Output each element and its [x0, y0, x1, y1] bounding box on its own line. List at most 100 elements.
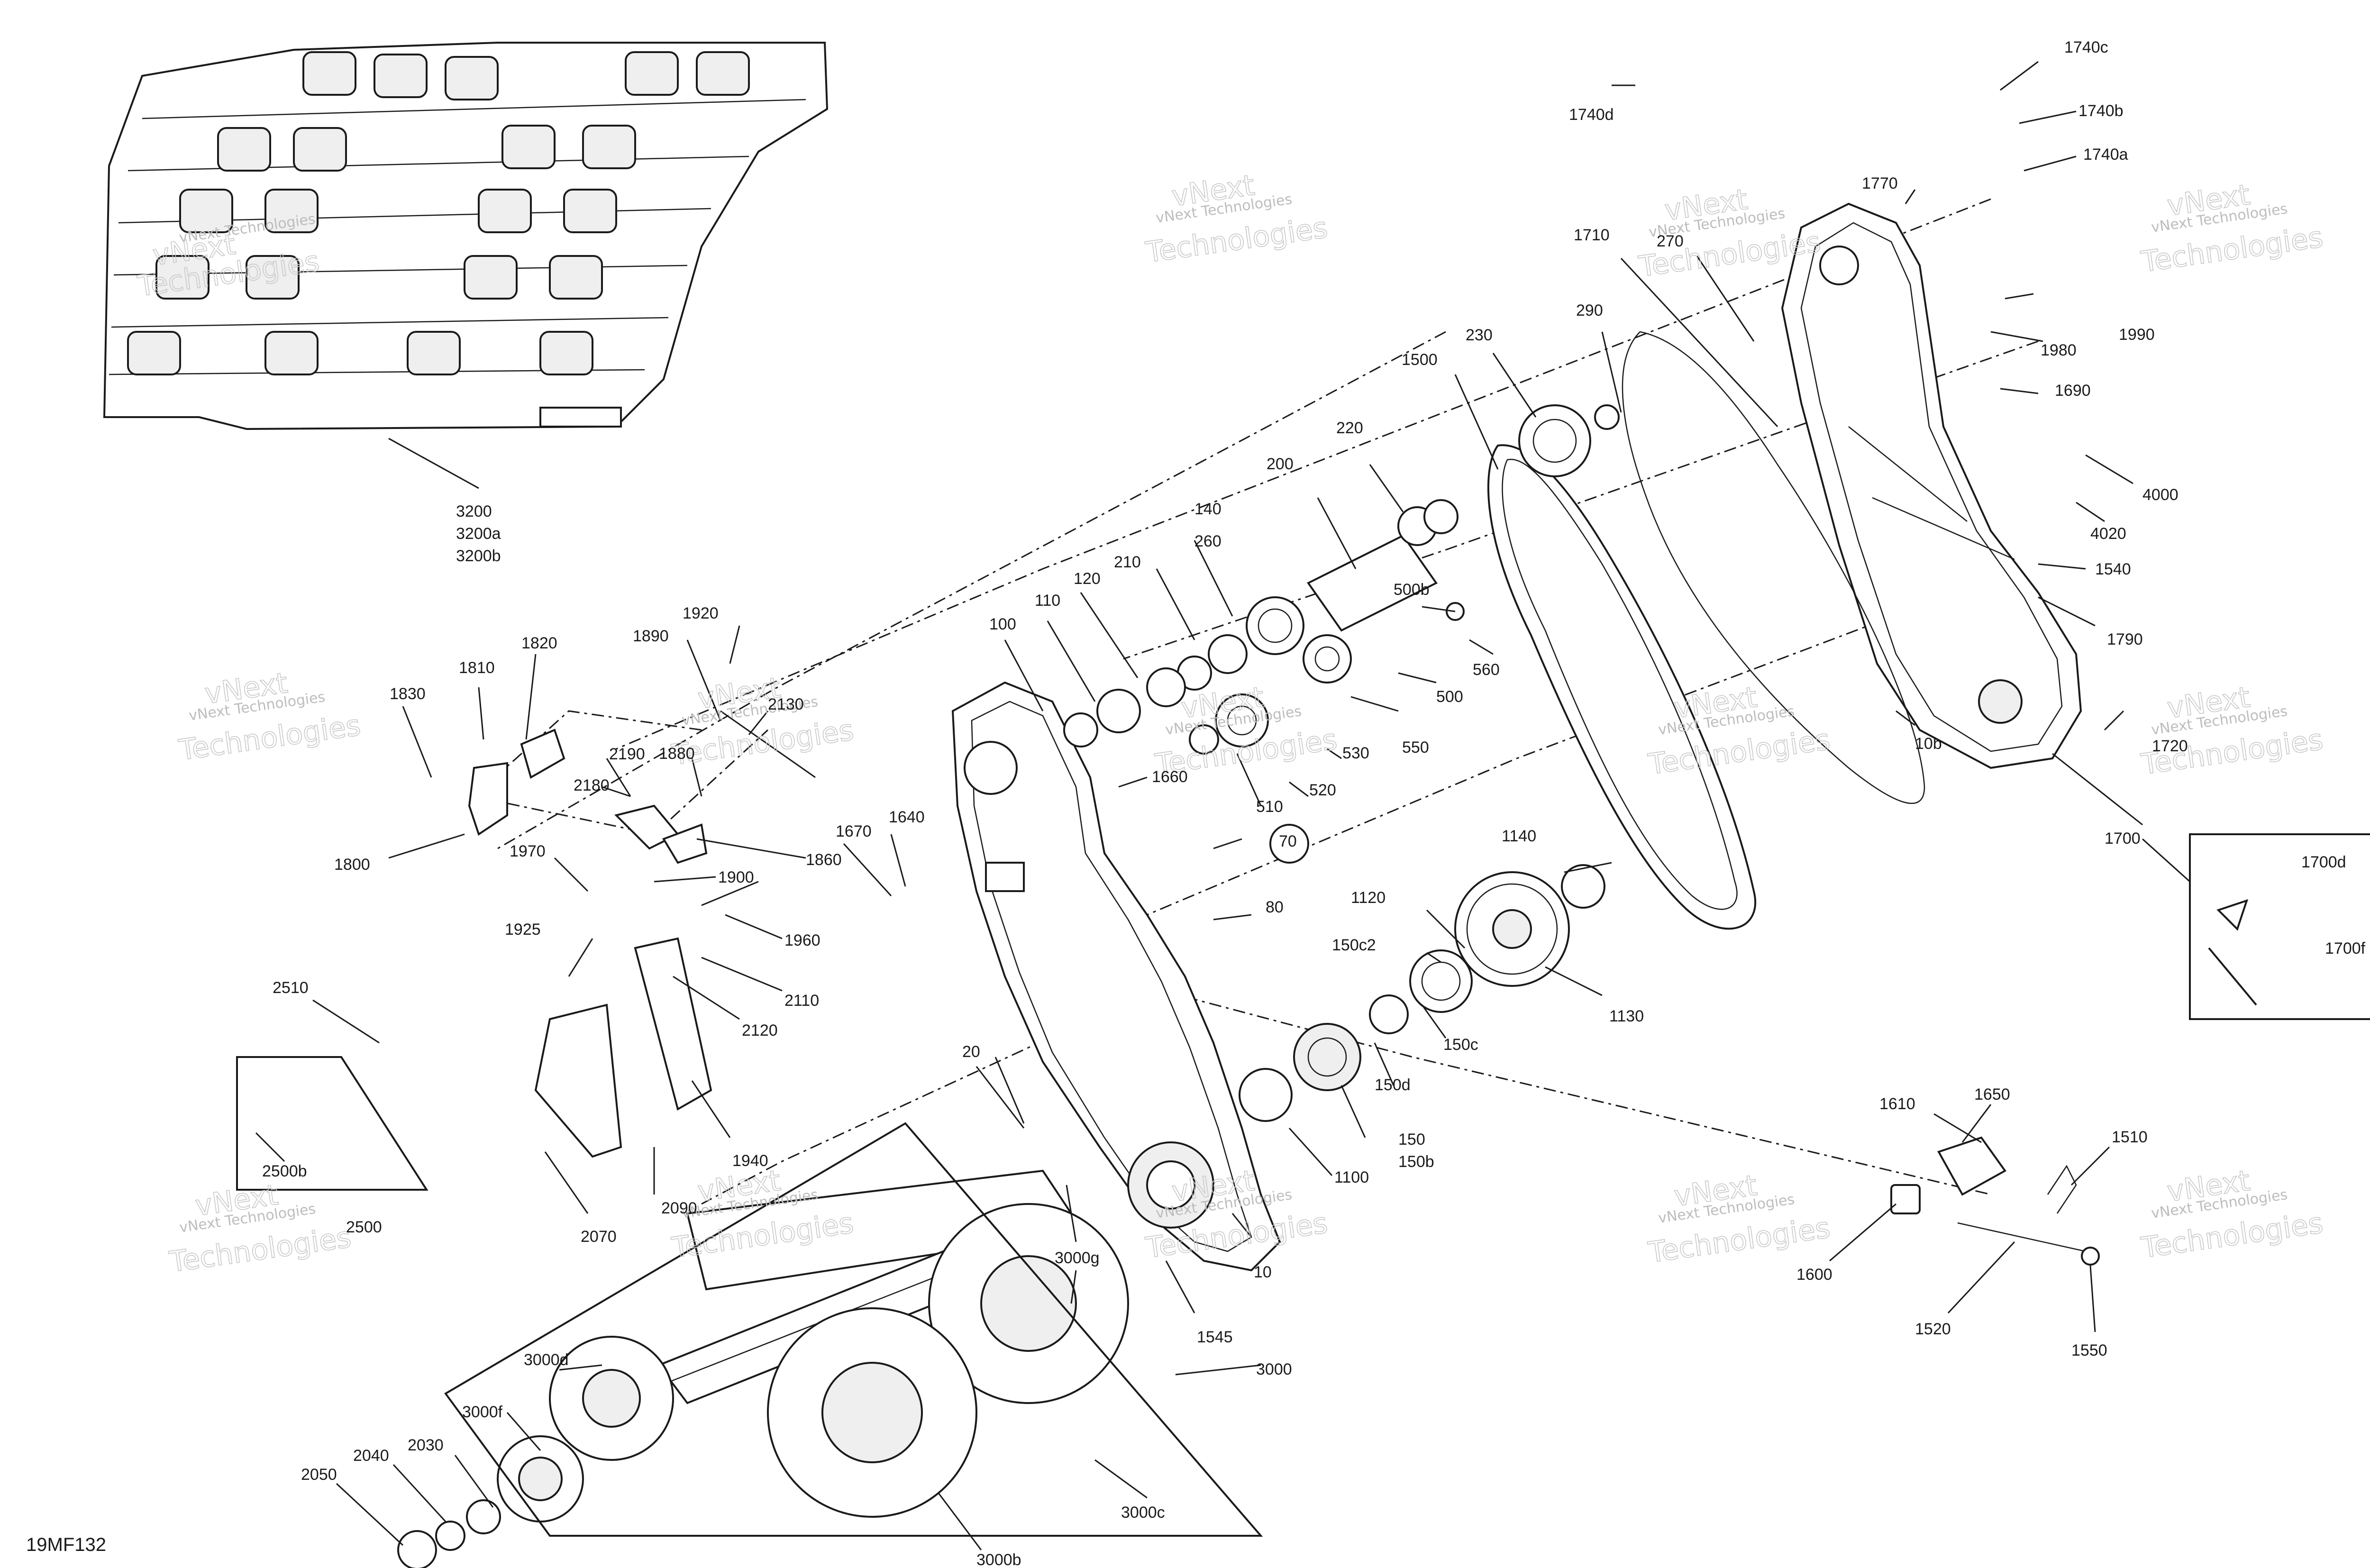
- callout-label: 2190: [609, 745, 645, 763]
- callout-label: 1740b: [2078, 102, 2124, 120]
- callout-label: 1700: [2105, 830, 2141, 848]
- callout-label: 150: [1398, 1130, 1425, 1149]
- callout-label: 1900: [718, 868, 754, 886]
- callout-label: 260: [1194, 532, 1221, 550]
- callout-label: 3000g: [1055, 1249, 1100, 1267]
- callout-label: 2030: [408, 1436, 444, 1454]
- callout-label: 1980: [2041, 341, 2077, 359]
- callout-label: 1820: [521, 634, 557, 652]
- callout-label: 1500: [1402, 351, 1438, 369]
- callout-label: 2090: [661, 1199, 697, 1217]
- callout-label: 230: [1466, 326, 1493, 344]
- callout-label: 1120: [1351, 889, 1386, 907]
- callout-label: 1990: [2119, 326, 2155, 344]
- callout-label: 560: [1473, 661, 1500, 679]
- callout-label: 150d: [1375, 1076, 1411, 1094]
- callout-label: 1600: [1796, 1266, 1832, 1284]
- callout-label: 120: [1074, 570, 1101, 588]
- callout-label: 1770: [1862, 174, 1898, 192]
- callout-label: 1670: [836, 822, 872, 840]
- drive-chain-icon: [1487, 331, 1925, 930]
- callout-label: 1640: [889, 808, 925, 826]
- callout-label: 10b: [1915, 735, 1942, 753]
- callout-label: 1660: [1152, 768, 1188, 786]
- callout-label: 1690: [2055, 382, 2091, 400]
- callout-label: 2120: [742, 1021, 778, 1039]
- callout-label: 500b: [1394, 581, 1430, 599]
- watermark: vNext Technologies vNext Technologies: [2139, 1164, 2325, 1265]
- callout-label: 70: [1279, 832, 1297, 850]
- callout-label: 1740d: [1569, 106, 1614, 124]
- callout-label: 150c: [1443, 1036, 1478, 1054]
- callout-label: 150c2: [1332, 936, 1376, 954]
- callout-label: 1510: [2112, 1128, 2148, 1146]
- callout-label: 1650: [1974, 1085, 2010, 1103]
- callout-label: 3000c: [1121, 1504, 1165, 1522]
- callout-label: 1720: [2152, 737, 2188, 755]
- drawing-code: 19MF132: [26, 1534, 106, 1555]
- callout-label: 1700f: [2325, 939, 2366, 957]
- callout-label: 2510: [273, 979, 309, 997]
- callout-label: 500: [1436, 688, 1463, 706]
- chaincase-cover-icon: [1781, 202, 2082, 769]
- leader-lines: [255, 61, 2191, 1550]
- drive-axle-assembly: [397, 1169, 1129, 1568]
- callout-label: 2040: [353, 1447, 389, 1465]
- callout-label: 1810: [459, 659, 495, 677]
- watermarks: vNext Technologies vNext Technologies vN…: [135, 168, 2325, 1279]
- callout-label: 2500: [346, 1218, 382, 1236]
- shift-linkage: [468, 710, 816, 1158]
- callout-label: 3200: [456, 502, 492, 520]
- callout-label: 80: [1266, 898, 1284, 916]
- callout-label: 1790: [2107, 630, 2143, 648]
- callout-label: 1890: [633, 627, 669, 645]
- callout-label: 270: [1657, 232, 1684, 250]
- watermark: vNext Technologies vNext Technologies: [1153, 680, 1340, 782]
- callout-label: 150b: [1398, 1153, 1434, 1171]
- callout-label: 200: [1267, 455, 1294, 473]
- callout-label: 210: [1114, 553, 1141, 571]
- callout-label: 520: [1309, 781, 1336, 799]
- callout-label: 1860: [806, 851, 842, 869]
- kit-frame-2500: [236, 1056, 428, 1191]
- callout-label: 2050: [301, 1466, 337, 1484]
- callout-label: 20: [962, 1043, 980, 1061]
- callout-label: 110: [1035, 592, 1060, 610]
- detail-frames: [236, 833, 2370, 1537]
- callout-label: 3000b: [976, 1551, 1021, 1568]
- watermark: vNext Technologies vNext Technologies: [2139, 680, 2325, 782]
- callout-label: 100: [989, 615, 1016, 633]
- detail-frame-1700: [2189, 833, 2370, 1020]
- callout-label: 220: [1336, 419, 1363, 437]
- callout-label: 1920: [683, 604, 719, 622]
- callout-label: 2110: [784, 992, 819, 1010]
- callout-label: 3200b: [456, 547, 501, 565]
- callout-label: 290: [1576, 301, 1603, 319]
- snowmobile-track-icon: [103, 42, 829, 430]
- watermark: vNext Technologies vNext Technologies: [167, 1178, 354, 1279]
- callout-label: 1970: [510, 842, 546, 860]
- track-lugs: [127, 51, 750, 375]
- callout-label: 1550: [2071, 1341, 2107, 1359]
- callout-label: 1925: [505, 921, 541, 939]
- callout-label: 1100: [1334, 1168, 1369, 1186]
- chaincase-housing-icon: [951, 681, 1281, 1272]
- callout-label: 530: [1342, 744, 1369, 762]
- callout-label: 1710: [1574, 226, 1610, 244]
- callout-label: 1520: [1915, 1320, 1951, 1338]
- callout-label: 1740c: [2064, 38, 2108, 56]
- callout-label: 1880: [659, 745, 695, 763]
- callout-label: 1740a: [2083, 146, 2128, 164]
- callout-label: 1700d: [2301, 853, 2346, 871]
- callout-label: 2070: [581, 1228, 617, 1246]
- callout-label: 140: [1194, 500, 1221, 518]
- callout-label: 2500b: [262, 1162, 307, 1180]
- callout-label: 1545: [1197, 1328, 1233, 1346]
- gear-train: [1063, 404, 1620, 1122]
- callout-label: 2180: [574, 776, 610, 794]
- watermark: vNext Technologies vNext Technologies: [1646, 1168, 1832, 1270]
- callout-label: 3000f: [462, 1403, 503, 1421]
- callout-label: 4000: [2142, 486, 2179, 504]
- callout-label: 1960: [784, 931, 820, 949]
